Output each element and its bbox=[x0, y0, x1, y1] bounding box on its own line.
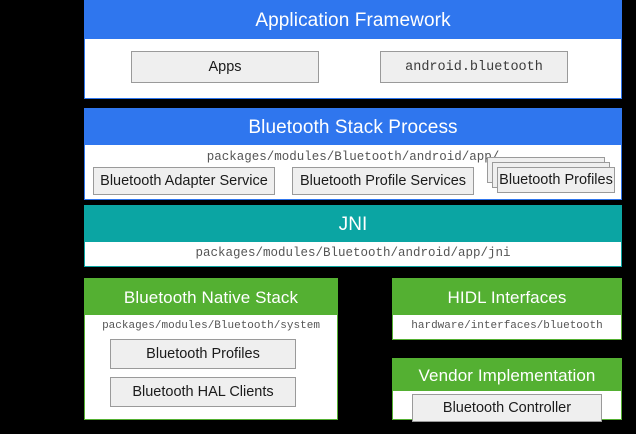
node-bluetooth-profiles-stack[interactable]: Bluetooth Profiles bbox=[487, 157, 617, 197]
bluetooth-stack-process-path: packages/modules/Bluetooth/android/app/ bbox=[206, 150, 500, 164]
bluetooth-native-stack-path: packages/modules/Bluetooth/system bbox=[102, 320, 320, 332]
node-bluetooth-hal-clients[interactable]: Bluetooth HAL Clients bbox=[110, 377, 296, 407]
bluetooth-stack-process-header: Bluetooth Stack Process bbox=[85, 109, 621, 145]
node-native-bluetooth-profiles[interactable]: Bluetooth Profiles bbox=[110, 339, 296, 369]
layer-vendor-implementation: Vendor Implementation Bluetooth Controll… bbox=[392, 358, 622, 422]
jni-path: packages/modules/Bluetooth/android/app/j… bbox=[195, 246, 511, 260]
profiles-stack-card-front[interactable]: Bluetooth Profiles bbox=[497, 167, 615, 193]
node-bluetooth-profile-services[interactable]: Bluetooth Profile Services bbox=[292, 167, 474, 195]
layer-bluetooth-stack-process: Bluetooth Stack Process packages/modules… bbox=[84, 108, 622, 200]
bluetooth-native-stack-body: packages/modules/Bluetooth/system Blueto… bbox=[85, 315, 337, 419]
vendor-implementation-body: Bluetooth Controller bbox=[393, 391, 621, 422]
node-bluetooth-adapter-service[interactable]: Bluetooth Adapter Service bbox=[93, 167, 275, 195]
node-apps[interactable]: Apps bbox=[131, 51, 319, 83]
application-framework-body: Apps android.bluetooth bbox=[85, 39, 621, 98]
node-bluetooth-controller[interactable]: Bluetooth Controller bbox=[412, 394, 602, 422]
jni-body: packages/modules/Bluetooth/android/app/j… bbox=[85, 242, 621, 266]
vendor-implementation-header: Vendor Implementation bbox=[393, 359, 621, 391]
node-android-bluetooth[interactable]: android.bluetooth bbox=[380, 51, 568, 83]
hidl-interfaces-body: hardware/interfaces/bluetooth bbox=[393, 315, 621, 339]
hidl-interfaces-path: hardware/interfaces/bluetooth bbox=[411, 320, 603, 332]
layer-bluetooth-native-stack: Bluetooth Native Stack packages/modules/… bbox=[84, 278, 338, 420]
layer-hidl-interfaces: HIDL Interfaces hardware/interfaces/blue… bbox=[392, 278, 622, 340]
layer-jni: JNI packages/modules/Bluetooth/android/a… bbox=[84, 205, 622, 267]
hidl-interfaces-header: HIDL Interfaces bbox=[393, 279, 621, 315]
application-framework-header: Application Framework bbox=[85, 1, 621, 39]
jni-header: JNI bbox=[85, 206, 621, 242]
bluetooth-native-stack-header: Bluetooth Native Stack bbox=[85, 279, 337, 315]
bluetooth-stack-process-body: packages/modules/Bluetooth/android/app/ … bbox=[85, 145, 621, 199]
layer-application-framework: Application Framework Apps android.bluet… bbox=[84, 0, 622, 99]
